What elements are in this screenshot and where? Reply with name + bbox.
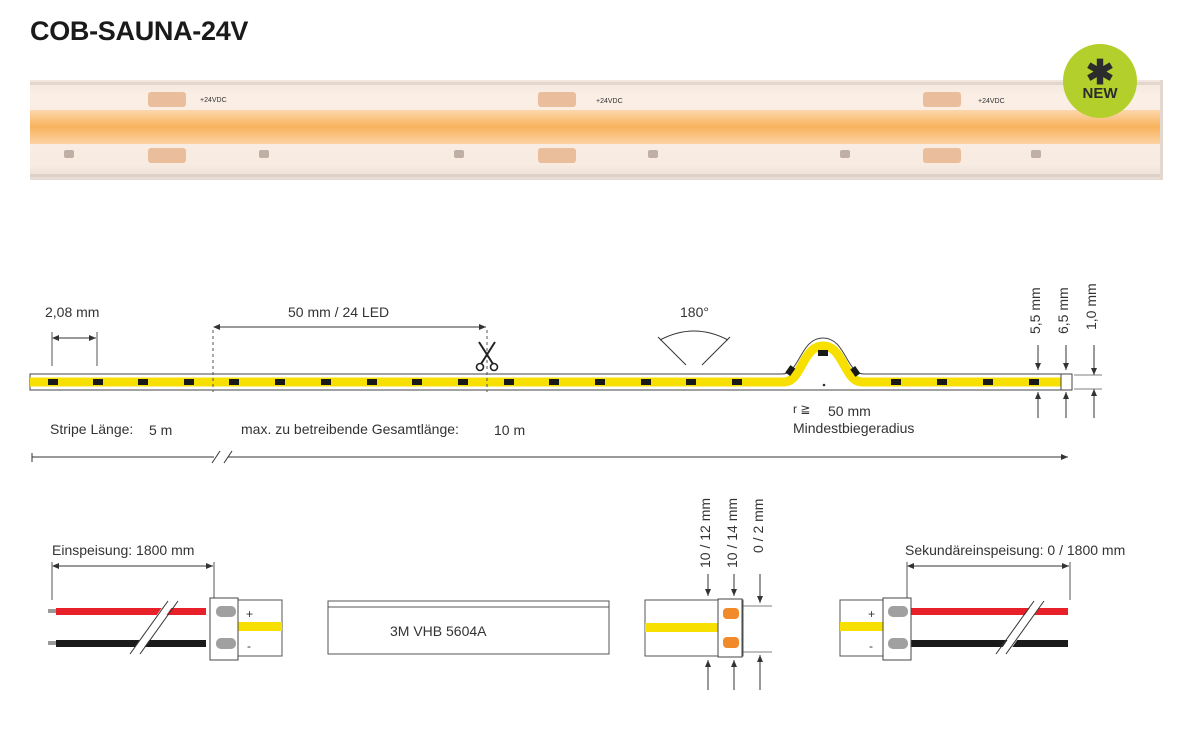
plus-label-right: +: [868, 607, 875, 621]
end-cap-detail: 10 / 12 mm 10 / 14 mm 0 / 2 mm: [644, 498, 772, 690]
feed-connection: Einspeisung: 1800 mm + -: [48, 542, 283, 661]
segment-dimension: 50 mm / 24 LED: [213, 304, 486, 330]
strip-photo: +24VDC +24VDC +24VDC: [30, 80, 1163, 180]
secondary-feed-label: Sekundäreinspeisung: 0 / 1800 mm: [905, 542, 1125, 558]
tape-backside: 3M VHB 5604A: [327, 600, 610, 655]
end-dim-1: 10 / 12 mm: [697, 498, 713, 568]
new-label: NEW: [1082, 85, 1118, 102]
feed-label: Einspeisung: 1800 mm: [52, 542, 194, 558]
tape-label: 3M VHB 5604A: [390, 623, 487, 639]
black-wire: [56, 640, 206, 647]
minus-label: -: [247, 639, 251, 653]
radius-label: Mindestbiegeradius: [793, 420, 914, 436]
pitch-label: 2,08 mm: [45, 304, 99, 320]
segment-label: 50 mm / 24 LED: [288, 304, 389, 320]
strip-marking: +24VDC: [596, 98, 623, 105]
bend-angle-label: 180°: [680, 304, 709, 320]
pitch-dimension: 2,08 mm: [45, 304, 99, 366]
strip-length-value: 5 m: [149, 422, 172, 438]
cross-section-dimensions: 5,5 mm 6,5 mm 1,0 mm: [1027, 283, 1102, 418]
end-dim-3: 0 / 2 mm: [750, 499, 766, 553]
width-led-label: 5,5 mm: [1027, 287, 1043, 334]
max-length-label: max. zu betreibende Gesamtlänge:: [241, 421, 459, 437]
new-badge: ✱ NEW: [1063, 44, 1137, 118]
red-wire: [56, 608, 206, 615]
led-chips: [48, 350, 1039, 385]
total-length-arrow: [31, 450, 1068, 464]
strip-marking: +24VDC: [978, 98, 1005, 105]
secondary-feed-connection: Sekundäreinspeisung: 0 / 1800 mm + -: [839, 542, 1125, 661]
radius-value: 50 mm: [828, 403, 871, 419]
asterisk-icon: ✱: [1085, 54, 1115, 92]
width-strip-label: 6,5 mm: [1055, 287, 1071, 334]
plus-label: +: [246, 607, 253, 621]
end-dim-2: 10 / 14 mm: [724, 498, 740, 568]
strip-marking: +24VDC: [200, 97, 227, 104]
radius-symbol: r ≧: [793, 402, 810, 416]
product-title: COB-SAUNA-24V: [30, 16, 249, 46]
minus-label-right: -: [869, 639, 873, 653]
strip-diagram: [29, 330, 1073, 392]
scissors-icon: [475, 341, 499, 372]
height-label: 1,0 mm: [1083, 283, 1099, 330]
max-length-value: 10 m: [494, 422, 525, 438]
strip-length-label: Stripe Länge:: [50, 421, 133, 437]
bend-angle-indicator: 180°: [657, 304, 731, 366]
